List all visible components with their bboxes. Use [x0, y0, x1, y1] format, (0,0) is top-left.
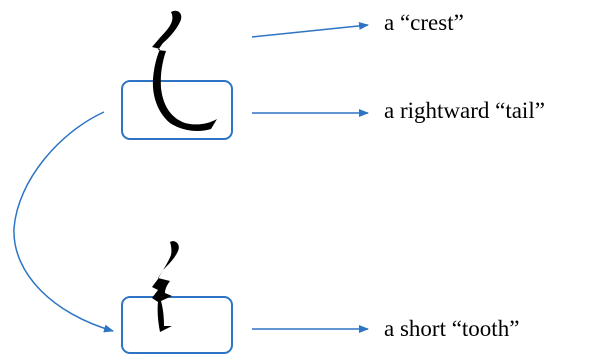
crest-pointer-arrow: [251, 21, 369, 38]
curved-connector-arrow: [13, 111, 114, 333]
crest-label: a “crest”: [384, 10, 464, 35]
tooth-highlight-box: [121, 296, 233, 354]
lower-script-glyph: [152, 241, 179, 332]
upper-script-glyph: [152, 10, 217, 132]
tooth-label: a short “tooth”: [384, 316, 520, 341]
tail-label: a rightward “tail”: [384, 98, 545, 123]
tail-highlight-box: [121, 80, 233, 140]
